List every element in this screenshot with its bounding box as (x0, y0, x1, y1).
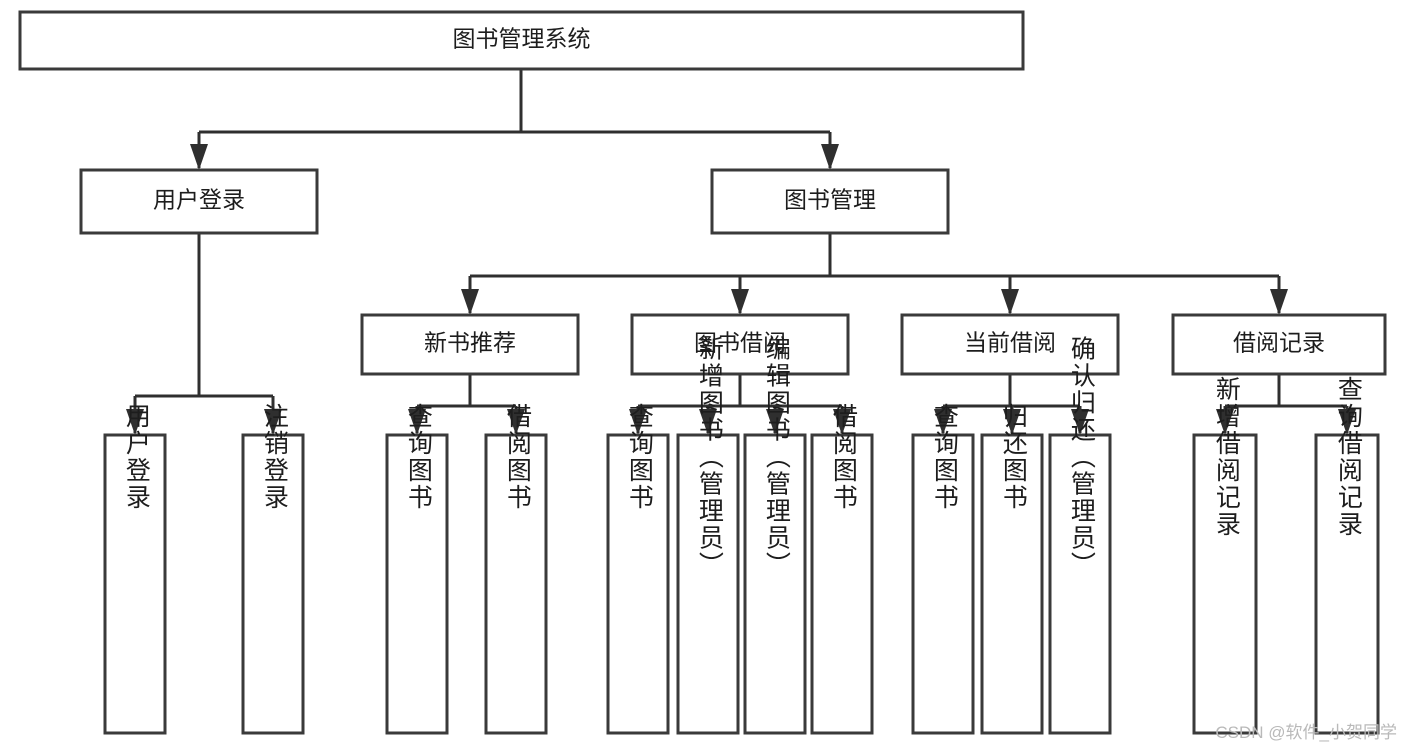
node-leaf-add-record-label: 新增借阅记录 (1212, 376, 1241, 538)
node-borrow-record-box[interactable] (1171, 313, 1387, 376)
node-leaf-confirm-return-label: 确认归还（管理员） (1067, 336, 1096, 579)
node-leaf-logout-label: 注销登录 (260, 403, 289, 511)
node-leaf-query-book-3[interactable]: 查询图书 (911, 403, 975, 735)
node-borrow-record[interactable]: 借阅记录 (1171, 313, 1387, 376)
arrow-head-icon (1270, 289, 1288, 315)
node-book-manage[interactable]: 图书管理 (710, 168, 950, 235)
node-book-borrow-label: 图书借阅 (694, 330, 786, 356)
node-root-system-label: 图书管理系统 (453, 26, 591, 52)
node-leaf-borrow-book-2-box[interactable] (810, 433, 874, 735)
node-leaf-user-login-label: 用户登录 (122, 403, 151, 511)
node-leaf-query-record[interactable]: 查询借阅记录 (1314, 376, 1380, 735)
node-leaf-query-book-2[interactable]: 查询图书 (606, 403, 670, 735)
arrow-head-icon (190, 144, 208, 170)
node-new-book-recommend-box[interactable] (360, 313, 580, 376)
node-leaf-edit-book-box[interactable] (743, 433, 807, 735)
arrow-head-icon (507, 409, 525, 435)
node-leaf-borrow-book-2-label: 借阅图书 (829, 403, 858, 511)
node-current-borrow-box[interactable] (900, 313, 1120, 376)
node-user-login[interactable]: 用户登录 (79, 168, 319, 235)
node-leaf-edit-book[interactable]: 编辑图书（管理员） (743, 336, 807, 735)
node-leaf-add-record[interactable]: 新增借阅记录 (1192, 376, 1258, 735)
arrow-head-icon (408, 409, 426, 435)
arrow-head-icon (766, 409, 784, 435)
node-leaf-query-book-2-box[interactable] (606, 433, 670, 735)
node-leaf-user-login[interactable]: 用户登录 (103, 403, 167, 735)
node-leaf-return-book-box[interactable] (980, 433, 1044, 735)
node-leaf-borrow-book-1-box[interactable] (484, 433, 548, 735)
node-leaf-return-book[interactable]: 归还图书 (980, 403, 1044, 735)
node-leaf-borrow-book-1-label: 借阅图书 (503, 403, 532, 511)
connector-layer (126, 69, 1356, 435)
node-leaf-query-book-3-box[interactable] (911, 433, 975, 735)
node-leaf-query-record-box[interactable] (1314, 433, 1380, 735)
node-leaf-edit-book-label: 编辑图书（管理员） (762, 336, 791, 579)
node-current-borrow-label: 当前借阅 (964, 330, 1056, 356)
arrow-head-icon (1338, 409, 1356, 435)
node-leaf-borrow-book-2[interactable]: 借阅图书 (810, 403, 874, 735)
node-leaf-confirm-return-box[interactable] (1048, 433, 1112, 735)
node-leaf-add-book-label: 新增图书（管理员） (695, 336, 724, 579)
node-leaf-logout[interactable]: 注销登录 (241, 403, 305, 735)
node-root-system[interactable]: 图书管理系统 (18, 10, 1025, 71)
node-user-login-label: 用户登录 (153, 187, 245, 213)
node-leaf-add-record-box[interactable] (1192, 433, 1258, 735)
node-borrow-record-label: 借阅记录 (1233, 330, 1325, 356)
node-leaf-borrow-book-1[interactable]: 借阅图书 (484, 403, 548, 735)
node-leaf-query-book-1-box[interactable] (385, 433, 449, 735)
node-leaf-query-book-2-label: 查询图书 (625, 403, 654, 511)
arrow-head-icon (731, 289, 749, 315)
node-leaf-return-book-label: 归还图书 (999, 403, 1028, 511)
node-leaf-user-login-box[interactable] (103, 433, 167, 735)
arrow-head-icon (821, 144, 839, 170)
arrow-head-icon (1071, 409, 1089, 435)
node-leaf-add-book[interactable]: 新增图书（管理员） (676, 336, 740, 735)
node-leaf-query-record-label: 查询借阅记录 (1334, 376, 1363, 538)
arrow-head-icon (264, 409, 282, 435)
node-book-borrow-box[interactable] (630, 313, 850, 376)
node-leaf-query-book-1[interactable]: 查询图书 (385, 403, 449, 735)
arrow-head-icon (461, 289, 479, 315)
node-new-book-recommend[interactable]: 新书推荐 (360, 313, 580, 376)
arrow-head-icon (934, 409, 952, 435)
arrow-head-icon (629, 409, 647, 435)
node-user-login-box[interactable] (79, 168, 319, 235)
node-new-book-recommend-label: 新书推荐 (424, 330, 516, 356)
arrow-head-icon (833, 409, 851, 435)
node-leaf-confirm-return[interactable]: 确认归还（管理员） (1048, 336, 1112, 735)
node-leaf-logout-box[interactable] (241, 433, 305, 735)
node-layer: 图书管理系统用户登录图书管理新书推荐图书借阅当前借阅借阅记录用户登录注销登录查询… (18, 10, 1387, 735)
node-book-borrow[interactable]: 图书借阅 (630, 313, 850, 376)
arrow-head-icon (1001, 289, 1019, 315)
node-leaf-add-book-box[interactable] (676, 433, 740, 735)
node-book-manage-box[interactable] (710, 168, 950, 235)
arrow-head-icon (699, 409, 717, 435)
node-leaf-query-book-1-label: 查询图书 (404, 403, 433, 511)
arrow-head-icon (1216, 409, 1234, 435)
node-root-system-box[interactable] (18, 10, 1025, 71)
node-book-manage-label: 图书管理 (784, 187, 876, 213)
arrow-head-icon (1003, 409, 1021, 435)
arrow-head-icon (126, 409, 144, 435)
node-current-borrow[interactable]: 当前借阅 (900, 313, 1120, 376)
node-leaf-query-book-3-label: 查询图书 (930, 403, 959, 511)
